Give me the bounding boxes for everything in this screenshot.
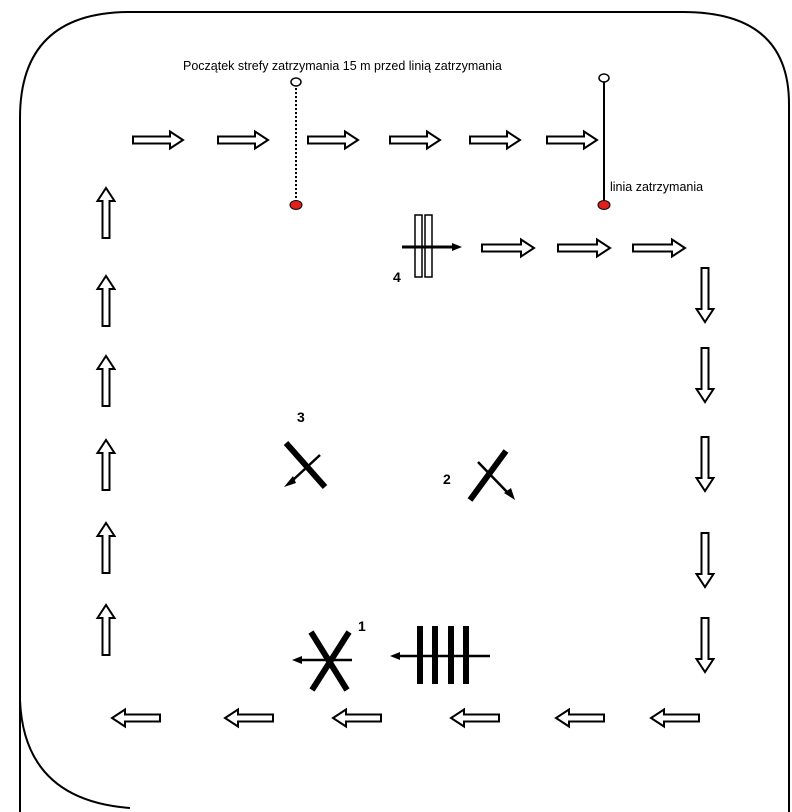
hollow-arrow-icon [132, 129, 185, 151]
hollow-arrow-icon [95, 354, 117, 407]
obstacle-1-fence-icon [390, 626, 490, 684]
obstacle-1-crossed-poles-icon [292, 630, 352, 692]
hollow-arrow-icon [694, 347, 716, 404]
hollow-arrow-icon [95, 186, 117, 239]
hollow-arrow-icon [694, 532, 716, 589]
left-arrow-column [95, 186, 117, 656]
zone-start-label: Początek strefy zatrzymania 15 m przed l… [183, 59, 502, 73]
bottom-arrow-row [110, 707, 700, 729]
course-boundary [19, 11, 790, 812]
hollow-arrow-icon [554, 707, 605, 729]
hollow-arrow-icon [217, 129, 270, 151]
obstacle-2-cross-icon [467, 449, 515, 502]
hollow-arrow-icon [632, 237, 687, 259]
hollow-arrow-icon [546, 129, 599, 151]
hollow-arrow-icon [481, 237, 536, 259]
hollow-arrow-icon [223, 707, 274, 729]
obstacle-4-number: 4 [393, 269, 401, 285]
hollow-arrow-icon [649, 707, 700, 729]
hollow-arrow-icon [449, 707, 500, 729]
hollow-arrow-icon [95, 521, 117, 574]
obstacle-4-poles-icon [402, 214, 462, 278]
obstacle-3-number: 3 [297, 409, 305, 425]
hollow-arrow-icon [694, 436, 716, 493]
hollow-arrow-icon [331, 707, 382, 729]
hollow-arrow-icon [110, 707, 161, 729]
hollow-arrow-icon [694, 267, 716, 324]
hollow-arrow-icon [95, 603, 117, 656]
right-arrow-column [694, 267, 716, 674]
top-arrow-row [132, 129, 599, 151]
hollow-arrow-icon [95, 438, 117, 491]
obstacle-2-number: 2 [443, 471, 451, 487]
stop-line-pole-icon [597, 73, 611, 210]
hollow-arrow-icon [469, 129, 522, 151]
obstacle-3-cross-icon [283, 441, 328, 489]
inner-arrow-row [481, 237, 687, 259]
hollow-arrow-icon [389, 129, 442, 151]
obstacle-1-number: 1 [358, 618, 366, 634]
stop-line-label: linia zatrzymania [610, 180, 703, 194]
course-boundary-bottom-left [19, 699, 131, 809]
hollow-arrow-icon [95, 274, 117, 327]
hollow-arrow-icon [307, 129, 360, 151]
hollow-arrow-icon [694, 617, 716, 674]
zone-start-pole-icon [289, 77, 303, 210]
hollow-arrow-icon [557, 237, 612, 259]
